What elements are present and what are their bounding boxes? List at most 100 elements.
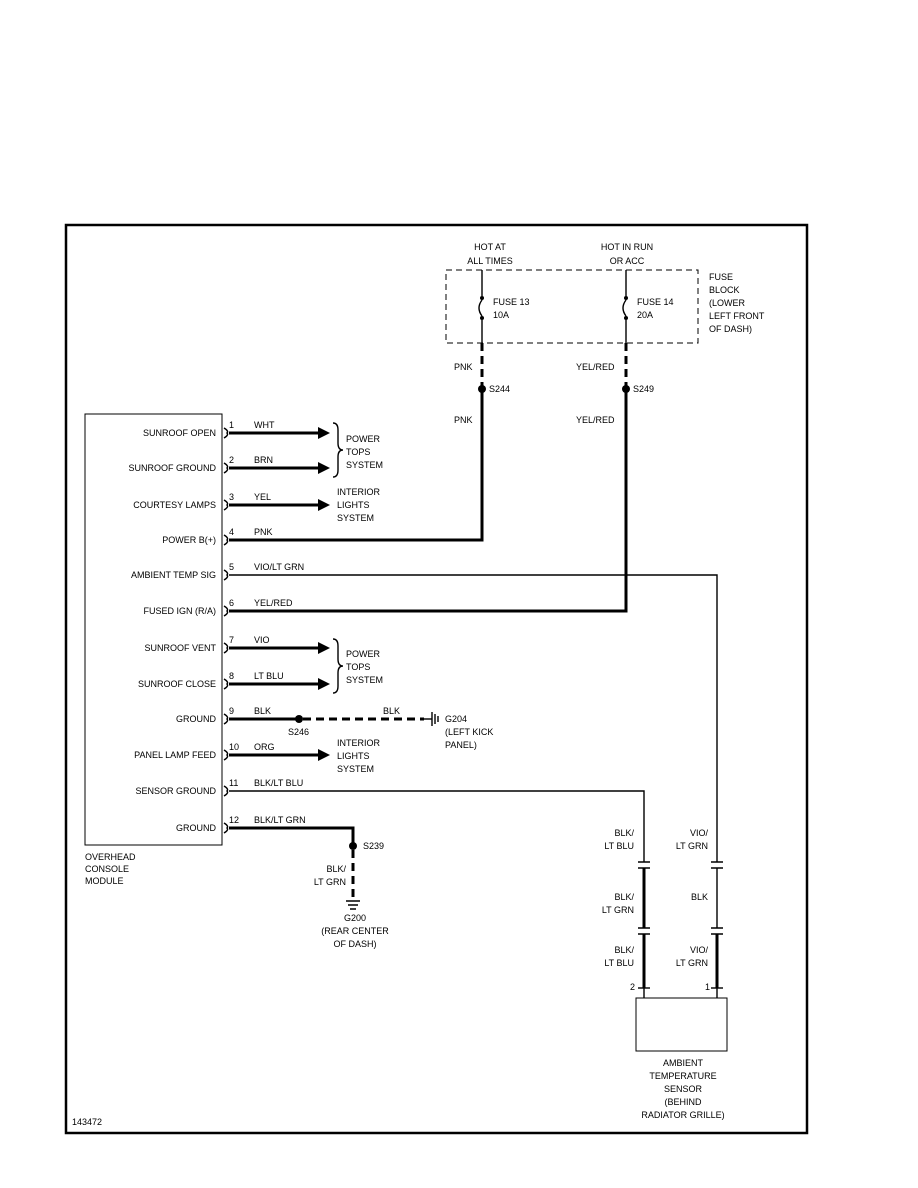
interior-2-line-3: SYSTEM: [337, 764, 374, 774]
diagram-id: 143472: [72, 1117, 102, 1127]
ambient-temp-signal-wire: [229, 574, 718, 862]
pin-label-8: SUNROOF CLOSE: [138, 679, 216, 689]
pin-connector-6: [223, 605, 229, 617]
pin-wire-color-5: VIO/LT GRN: [254, 562, 304, 572]
pin-label-10: PANEL LAMP FEED: [134, 750, 216, 760]
fuse-14-label: FUSE 14: [637, 297, 674, 307]
hot-in-run-line-1: HOT IN RUN: [601, 242, 653, 252]
pin-label-3: COURTESY LAMPS: [133, 500, 216, 510]
power-tops-brace-1: [332, 422, 344, 478]
pin-wire-color-6: YEL/RED: [254, 598, 293, 608]
pin-label-11: SENSOR GROUND: [135, 786, 216, 796]
overhead-console-module-box: [84, 413, 223, 846]
blk-ltgrn-line-1: BLK/: [326, 864, 346, 874]
yelred-bottom-label: YEL/RED: [576, 415, 615, 425]
sensor-right-bot-2: LT GRN: [676, 958, 708, 968]
sensor-left-mid-2: LT GRN: [602, 905, 634, 915]
sensor-ground-wire: [229, 790, 645, 862]
pin-label-7: SUNROOF VENT: [144, 643, 216, 653]
pin-connector-7: [223, 642, 229, 654]
sensor-left-mid-1: BLK/: [614, 892, 634, 902]
fuse-13-label: FUSE 13: [493, 297, 530, 307]
power-tops-brace-2: [332, 638, 344, 694]
power-tops-2-line-3: SYSTEM: [346, 675, 383, 685]
blk-right-label: BLK: [383, 706, 400, 716]
pin-wire-color-2: BRN: [254, 455, 273, 465]
pin-label-2: SUNROOF GROUND: [129, 463, 217, 473]
blk-ltgrn-line-2: LT GRN: [314, 877, 346, 887]
pin-wire-color-4: PNK: [254, 527, 273, 537]
sensor-left-top-2: LT BLU: [604, 841, 634, 851]
sensor-name-line-1: AMBIENT: [663, 1058, 704, 1068]
g204-line-2: (LEFT KICK: [445, 727, 493, 737]
yelred-top-label: YEL/RED: [576, 362, 615, 372]
sensor-right-top-1: VIO/: [690, 828, 709, 838]
interior-2-line-2: LIGHTS: [337, 751, 370, 761]
pin-number-4: 4: [229, 527, 234, 537]
pin-number-10: 10: [229, 742, 239, 752]
pin-number-11: 11: [229, 778, 238, 788]
sensor-left-bot-1: BLK/: [614, 945, 634, 955]
fuse-13-symbol: [478, 299, 483, 317]
fuse-13-rating: 10A: [493, 310, 509, 320]
interior-1-line-2: LIGHTS: [337, 500, 370, 510]
pin-number-2: 2: [229, 455, 234, 465]
power-tops-2-line-2: TOPS: [346, 662, 370, 672]
power-tops-1-line-3: SYSTEM: [346, 460, 383, 470]
power-tops-2-line-1: POWER: [346, 649, 381, 659]
pin-number-12: 12: [229, 815, 239, 825]
interior-1-line-1: INTERIOR: [337, 487, 381, 497]
pin-wire-color-8: LT BLU: [254, 671, 284, 681]
s239-splice: [349, 842, 357, 850]
hot-at-all-times-line-1: HOT AT: [474, 242, 506, 252]
sensor-left-conductor: [638, 861, 650, 998]
sensor-left-top-1: BLK/: [614, 828, 634, 838]
g204-line-3: PANEL): [445, 740, 477, 750]
sensor-name-line-3: SENSOR: [664, 1084, 703, 1094]
fuse-block-line-1: FUSE: [709, 272, 733, 282]
fuse-block-line-2: BLOCK: [709, 285, 740, 295]
pin-number-5: 5: [229, 562, 234, 572]
pin-wire-color-9: BLK: [254, 706, 271, 716]
pnk-bottom-label: PNK: [454, 415, 473, 425]
sensor-right-conductor: [711, 861, 723, 998]
hot-in-run-line-2: OR ACC: [610, 256, 645, 266]
module-name-line-1: OVERHEAD: [85, 852, 136, 862]
g200-line-3: OF DASH): [333, 939, 376, 949]
pin-wire-color-11: BLK/LT BLU: [254, 778, 303, 788]
pin-wire-color-12: BLK/LT GRN: [254, 815, 306, 825]
pin-number-8: 8: [229, 671, 234, 681]
sensor-right-mid: BLK: [691, 892, 708, 902]
pin-number-7: 7: [229, 635, 234, 645]
hot-at-all-times-line-2: ALL TIMES: [467, 256, 513, 266]
sensor-name-line-4: (BEHIND: [664, 1097, 702, 1107]
fuse-block-box: [445, 269, 699, 344]
sensor-name-line-2: TEMPERATURE: [649, 1071, 716, 1081]
sensor-name-line-5: RADIATOR GRILLE): [641, 1110, 724, 1120]
sensor-right-bot-1: VIO/: [690, 945, 709, 955]
pin-connector-3: [223, 499, 229, 511]
sensor-pin-1: 1: [705, 982, 710, 992]
ambient-temperature-sensor-box: [635, 997, 728, 1052]
s249-label: S249: [633, 384, 654, 394]
g204-line-1: G204: [445, 714, 467, 724]
module-name-line-3: MODULE: [85, 876, 124, 886]
g200-ground-symbol: [346, 900, 360, 910]
pin-connector-12: [223, 822, 229, 834]
sensor-pin-2: 2: [630, 982, 635, 992]
pin-wire-color-7: VIO: [254, 635, 270, 645]
module-pin-labels: SUNROOF OPEN SUNROOF GROUND COURTESY LAMPS…: [129, 428, 217, 833]
fuse-14-symbol: [622, 299, 627, 317]
pin-connector-5: [223, 569, 229, 581]
pin-label-6: FUSED IGN (R/A): [143, 606, 216, 616]
s239-label: S239: [363, 841, 384, 851]
g200-line-1: G200: [344, 913, 366, 923]
pin-connector-1: [223, 427, 229, 439]
pin-label-12: GROUND: [176, 823, 216, 833]
pin-label-1: SUNROOF OPEN: [143, 428, 216, 438]
pin-connector-4: [223, 534, 229, 546]
pin-wire-color-10: ORG: [254, 742, 275, 752]
pin-wire-color-3: YEL: [254, 492, 271, 502]
power-tops-1-line-2: TOPS: [346, 447, 370, 457]
